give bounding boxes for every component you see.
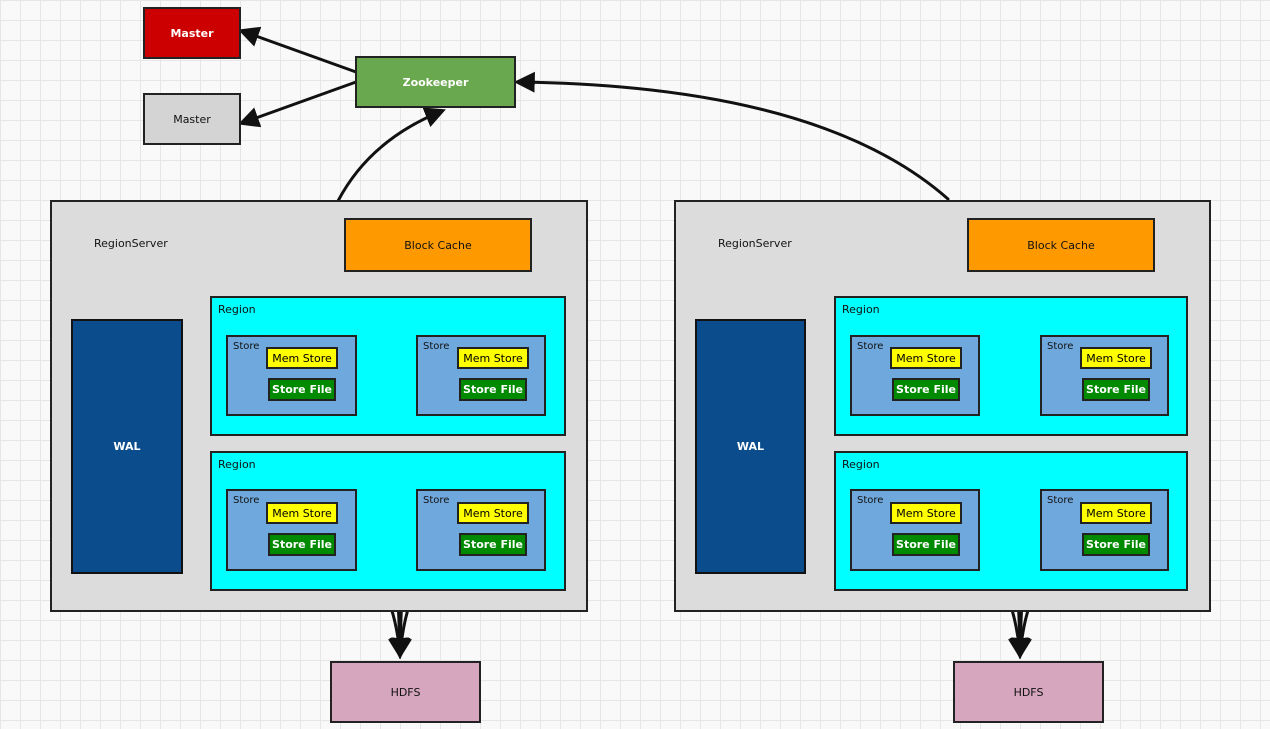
memstore-label: Mem Store [896,506,956,520]
storefile-label: Store File [272,538,332,551]
wal-box: WAL [71,319,183,574]
region-label: Region [218,458,256,471]
store-label: Store [1047,341,1074,352]
storefile-box: Store File [459,378,527,401]
storefile-label: Store File [1086,383,1146,396]
block-cache-label: Block Cache [404,238,472,252]
region-server-label: RegionServer [718,237,792,250]
master-standby-box: Master [143,93,241,145]
storefile-box: Store File [459,533,527,556]
memstore-box: Mem Store [457,347,529,369]
memstore-box: Mem Store [890,347,962,369]
hdfs-label: HDFS [390,685,421,699]
memstore-box: Mem Store [1080,502,1152,524]
storefile-label: Store File [896,538,956,551]
memstore-label: Mem Store [896,351,956,365]
storefile-label: Store File [463,383,523,396]
memstore-label: Mem Store [1086,506,1146,520]
storefile-box: Store File [1082,378,1150,401]
wal-label: WAL [113,440,141,453]
store-label: Store [423,495,450,506]
memstore-label: Mem Store [272,506,332,520]
hdfs-box: HDFS [953,661,1104,723]
store-label: Store [423,341,450,352]
store-label: Store [233,495,260,506]
zookeeper-label: Zookeeper [402,75,469,89]
master-label: Master [173,112,211,126]
region-label: Region [218,303,256,316]
store-label: Store [857,341,884,352]
storefile-box: Store File [268,533,336,556]
storefile-box: Store File [892,378,960,401]
zookeeper-to-master-standby-arrow [238,80,358,128]
hdfs-box: HDFS [330,661,481,723]
memstore-box: Mem Store [266,347,338,369]
server1-to-zookeeper-arrow [336,107,446,203]
zookeeper-box: Zookeeper [355,56,516,108]
storefile-label: Store File [463,538,523,551]
hdfs-label: HDFS [1013,685,1044,699]
memstore-label: Mem Store [463,351,523,365]
storefile-label: Store File [896,383,956,396]
master-active-box: Master [143,7,241,59]
block-cache-box: Block Cache [344,218,532,272]
store-label: Store [1047,495,1074,506]
storefile-box: Store File [892,533,960,556]
memstore-label: Mem Store [272,351,332,365]
wal-label: WAL [736,440,765,453]
memstore-box: Mem Store [266,502,338,524]
storefile-box: Store File [268,378,336,401]
memstore-label: Mem Store [463,506,523,520]
region-label: Region [842,303,880,316]
storefile-box: Store File [1082,533,1150,556]
storefile-label: Store File [272,383,332,396]
master-label: Master [170,26,214,40]
memstore-box: Mem Store [457,502,529,524]
zookeeper-to-master-active-arrow [238,26,358,74]
block-cache-label: Block Cache [1027,238,1095,252]
storefile-label: Store File [1086,538,1146,551]
store-label: Store [857,495,884,506]
block-cache-box: Block Cache [967,218,1155,272]
memstore-box: Mem Store [890,502,962,524]
store-label: Store [233,341,260,352]
region-label: Region [842,458,880,471]
server2-to-zookeeper-arrow [513,71,950,201]
wal-box: WAL [695,319,806,574]
region-server-label: RegionServer [94,237,168,250]
memstore-box: Mem Store [1080,347,1152,369]
memstore-label: Mem Store [1086,351,1146,365]
